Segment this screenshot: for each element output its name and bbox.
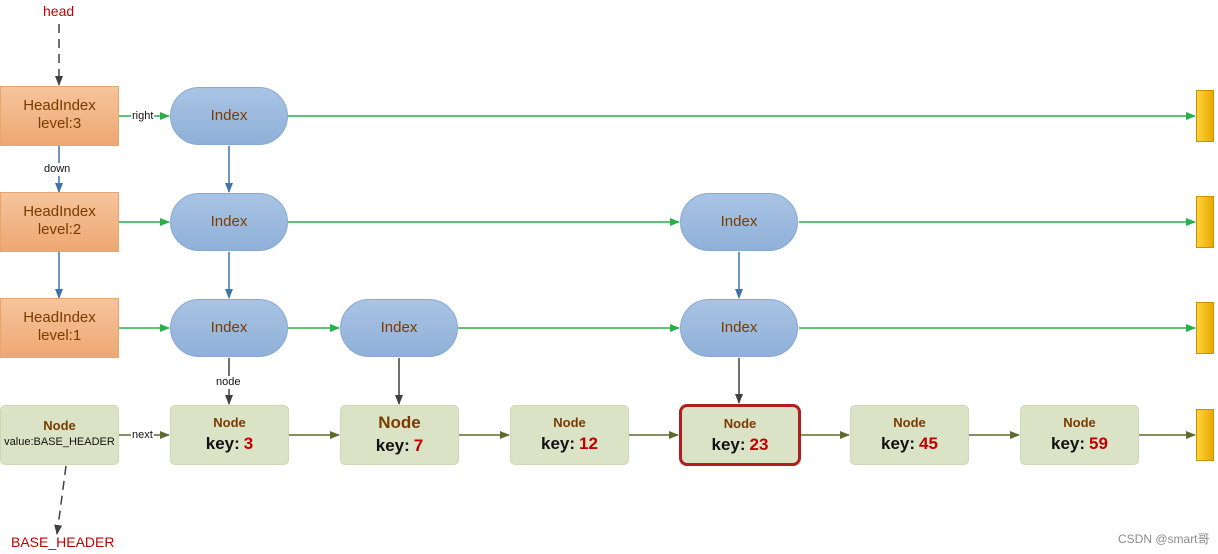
key-value: 45 xyxy=(919,434,938,453)
base-header-node: Node value:BASE_HEADER xyxy=(0,405,119,465)
key-value: 7 xyxy=(413,436,424,455)
index-level-1-key-3: Index xyxy=(170,299,288,357)
node-title: Node xyxy=(213,415,246,430)
node-key-45: Node key:45 xyxy=(850,405,969,465)
key-label: key: xyxy=(711,435,746,454)
node-value: value:BASE_HEADER xyxy=(4,436,115,448)
tail-marker-level-1 xyxy=(1196,302,1214,354)
node-title: Node xyxy=(43,418,76,433)
tail-marker-level-3 xyxy=(1196,90,1214,142)
head-index-level: level:2 xyxy=(37,221,82,238)
node-title: Node xyxy=(553,415,586,430)
key-label: key: xyxy=(541,434,576,453)
tail-marker-nodes xyxy=(1196,409,1214,461)
base-header-label: BASE_HEADER xyxy=(11,534,115,550)
watermark: CSDN @smart哥 xyxy=(1118,532,1210,546)
key-label: key: xyxy=(375,436,410,455)
key-value: 12 xyxy=(579,434,598,453)
key-label: key: xyxy=(881,434,916,453)
node-key-3: Node key:3 xyxy=(170,405,289,465)
index-level-2-key-3: Index xyxy=(170,193,288,251)
node-title: Node xyxy=(1063,415,1096,430)
head-index-name: HeadIndex xyxy=(23,309,96,326)
head-index-name: HeadIndex xyxy=(23,97,96,114)
key-value: 59 xyxy=(1089,434,1108,453)
node-key-23-highlighted: Node key:23 xyxy=(679,404,801,466)
head-index-name: HeadIndex xyxy=(23,203,96,220)
head-index-level: level:1 xyxy=(37,327,82,344)
node-pointer-label: node xyxy=(215,376,242,389)
next-label: next xyxy=(131,429,154,442)
node-key-59: Node key:59 xyxy=(1020,405,1139,465)
index-level-3-key-3: Index xyxy=(170,87,288,145)
head-index-level: level:3 xyxy=(37,115,82,132)
head-index-level-2: HeadIndex level:2 xyxy=(0,192,119,252)
index-level-1-key-23: Index xyxy=(680,299,798,357)
node-key-12: Node key:12 xyxy=(510,405,629,465)
head-index-level-3: HeadIndex level:3 xyxy=(0,86,119,146)
key-label: key: xyxy=(205,434,240,453)
node-title: Node xyxy=(723,416,757,431)
index-level-2-key-23: Index xyxy=(680,193,798,251)
head-index-level-1: HeadIndex level:1 xyxy=(0,298,119,358)
key-label: key: xyxy=(1051,434,1086,453)
node-title: Node xyxy=(893,415,926,430)
key-value: 3 xyxy=(243,434,254,453)
index-level-1-key-7: Index xyxy=(340,299,458,357)
down-label: down xyxy=(43,163,72,176)
node-title: Node xyxy=(378,413,421,432)
base-header-pointer-arrow xyxy=(54,465,67,535)
key-value: 23 xyxy=(749,435,769,454)
right-label: right xyxy=(131,110,155,123)
head-label: head xyxy=(43,3,75,19)
tail-marker-level-2 xyxy=(1196,196,1214,248)
node-key-7: Node key:7 xyxy=(340,405,459,465)
